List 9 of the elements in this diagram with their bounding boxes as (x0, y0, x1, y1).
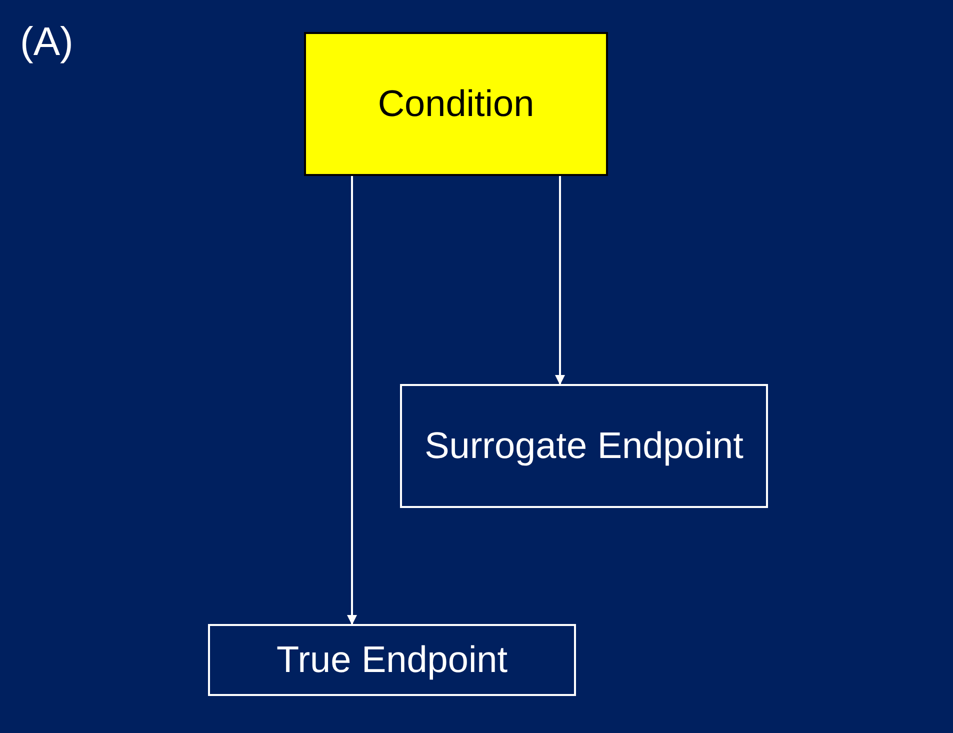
process-box (304, 32, 608, 176)
arrow (347, 176, 357, 625)
process-box (208, 624, 576, 696)
process-box (400, 384, 768, 508)
node-text: Surrogate Endpoint (424, 424, 744, 468)
node-text: True Endpoint (276, 638, 508, 682)
node-text: Condition (378, 82, 534, 126)
panel-label: (A) (20, 22, 74, 62)
arrow (555, 176, 565, 385)
